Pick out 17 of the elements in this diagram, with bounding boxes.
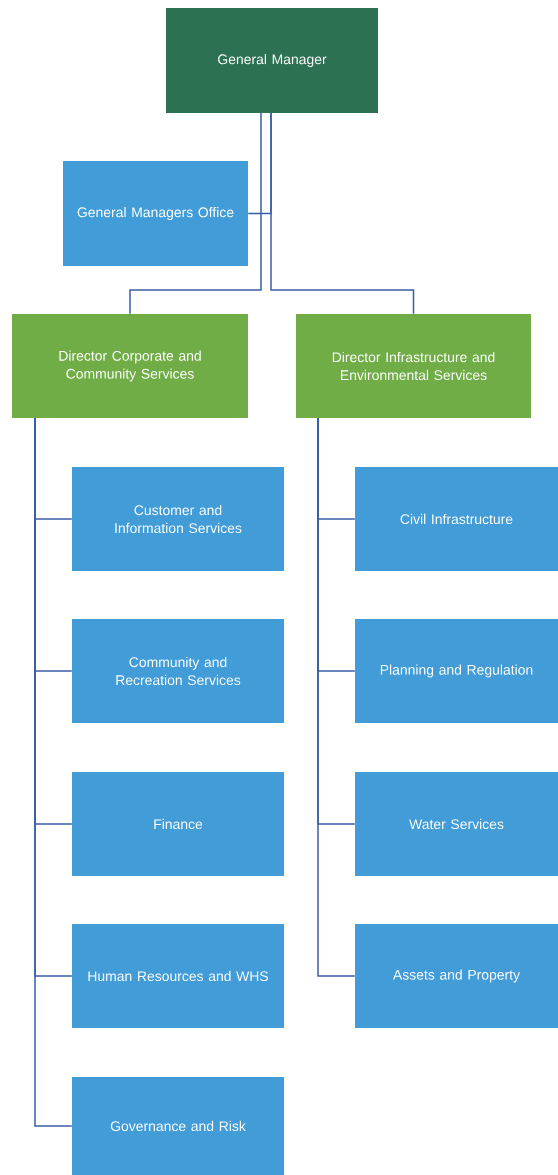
office-box: General Managers Office bbox=[63, 161, 248, 266]
manager-box: General Manager bbox=[166, 8, 378, 113]
connector-line bbox=[270, 112, 415, 315]
director-box: Director Infrastructure and Environmental Services bbox=[296, 314, 531, 418]
department-box: Human Resources and WHS bbox=[72, 924, 284, 1028]
connector-line bbox=[129, 112, 262, 315]
connector-line bbox=[34, 417, 73, 1127]
connector-line bbox=[317, 417, 356, 977]
director-box: Director Corporate and Community Services bbox=[12, 314, 248, 418]
department-box: Governance and Risk bbox=[72, 1077, 284, 1175]
department-box: Assets and Property bbox=[355, 924, 558, 1028]
department-box: Customer and Information Services bbox=[72, 467, 284, 571]
department-box: Planning and Regulation bbox=[355, 619, 558, 723]
department-box: Civil Infrastructure bbox=[355, 467, 558, 571]
department-box: Community and Recreation Services bbox=[72, 619, 284, 723]
department-box: Finance bbox=[72, 772, 284, 876]
department-box: Water Services bbox=[355, 772, 558, 876]
